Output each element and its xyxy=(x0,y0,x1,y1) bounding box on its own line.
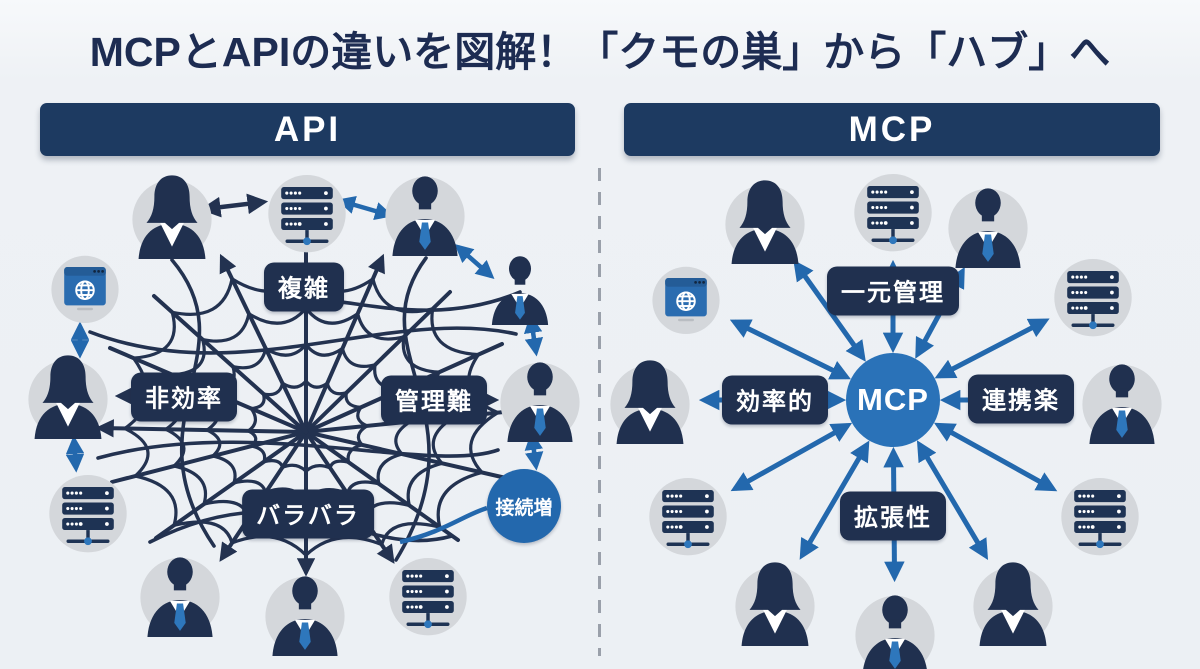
mcp-node-2 xyxy=(944,180,1032,268)
api-node-7 xyxy=(45,469,131,555)
user-male-icon xyxy=(136,549,224,637)
mcp-node-4 xyxy=(1050,253,1136,339)
user-male-icon xyxy=(1078,356,1166,444)
browser-globe-icon xyxy=(646,258,726,338)
browser-globe-icon xyxy=(45,247,125,327)
mcp-panel-header-label: MCP xyxy=(848,109,936,149)
user-female-icon xyxy=(731,558,819,646)
label-efficient: 効率的 xyxy=(722,375,828,425)
server-icon xyxy=(264,169,350,255)
label-scattered: バラバラ xyxy=(242,489,374,539)
user-male-plain-icon xyxy=(482,249,558,325)
api-node-9 xyxy=(261,568,349,656)
label-easy-integration: 連携楽 xyxy=(968,374,1074,424)
api-node-4 xyxy=(482,249,558,325)
label-connections-grow: 接続増 xyxy=(487,469,561,543)
user-female-icon xyxy=(969,558,1057,646)
mcp-hub: MCP xyxy=(846,353,940,447)
mcp-node-3 xyxy=(646,258,726,338)
api-node-2 xyxy=(381,168,469,256)
api-panel-header-label: API xyxy=(273,109,342,149)
api-node-3 xyxy=(45,247,125,327)
mcp-node-0 xyxy=(721,176,809,264)
mcp-node-5 xyxy=(606,356,694,444)
mcp-panel-header: MCP xyxy=(624,103,1160,156)
api-node-6 xyxy=(496,354,584,442)
mcp-node-11 xyxy=(969,558,1057,646)
api-node-5 xyxy=(24,351,112,439)
mcp-node-8 xyxy=(1057,472,1143,558)
label-inefficient: 非効率 xyxy=(131,372,237,422)
api-node-10 xyxy=(385,552,471,638)
api-node-0 xyxy=(128,171,216,259)
server-icon xyxy=(385,552,471,638)
api-panel-arrows xyxy=(65,193,544,545)
api-node-8 xyxy=(136,549,224,637)
mcp-node-6 xyxy=(1078,356,1166,444)
user-female-icon xyxy=(721,176,809,264)
page-title: MCPとAPIの違いを図解！「クモの巣」から「ハブ」へ xyxy=(89,29,1111,75)
mcp-node-10 xyxy=(851,587,939,669)
label-complex: 複雑 xyxy=(264,262,344,312)
user-male-icon xyxy=(261,568,349,656)
server-icon xyxy=(850,168,936,254)
server-icon xyxy=(1050,253,1136,339)
label-centralized: 一元管理 xyxy=(827,266,959,316)
server-icon xyxy=(45,469,131,555)
user-female-icon xyxy=(128,171,216,259)
user-female-icon xyxy=(24,351,112,439)
user-male-icon xyxy=(944,180,1032,268)
user-male-icon xyxy=(851,587,939,669)
server-icon xyxy=(1057,472,1143,558)
user-male-icon xyxy=(496,354,584,442)
mcp-node-7 xyxy=(645,472,731,558)
mcp-node-9 xyxy=(731,558,819,646)
user-male-icon xyxy=(381,168,469,256)
mcp-node-1 xyxy=(850,168,936,254)
api-panel-header: API xyxy=(40,103,575,156)
server-icon xyxy=(645,472,731,558)
user-female-icon xyxy=(606,356,694,444)
label-extensibility: 拡張性 xyxy=(840,491,946,541)
label-hard-to-manage: 管理難 xyxy=(381,375,487,425)
api-node-1 xyxy=(264,169,350,255)
